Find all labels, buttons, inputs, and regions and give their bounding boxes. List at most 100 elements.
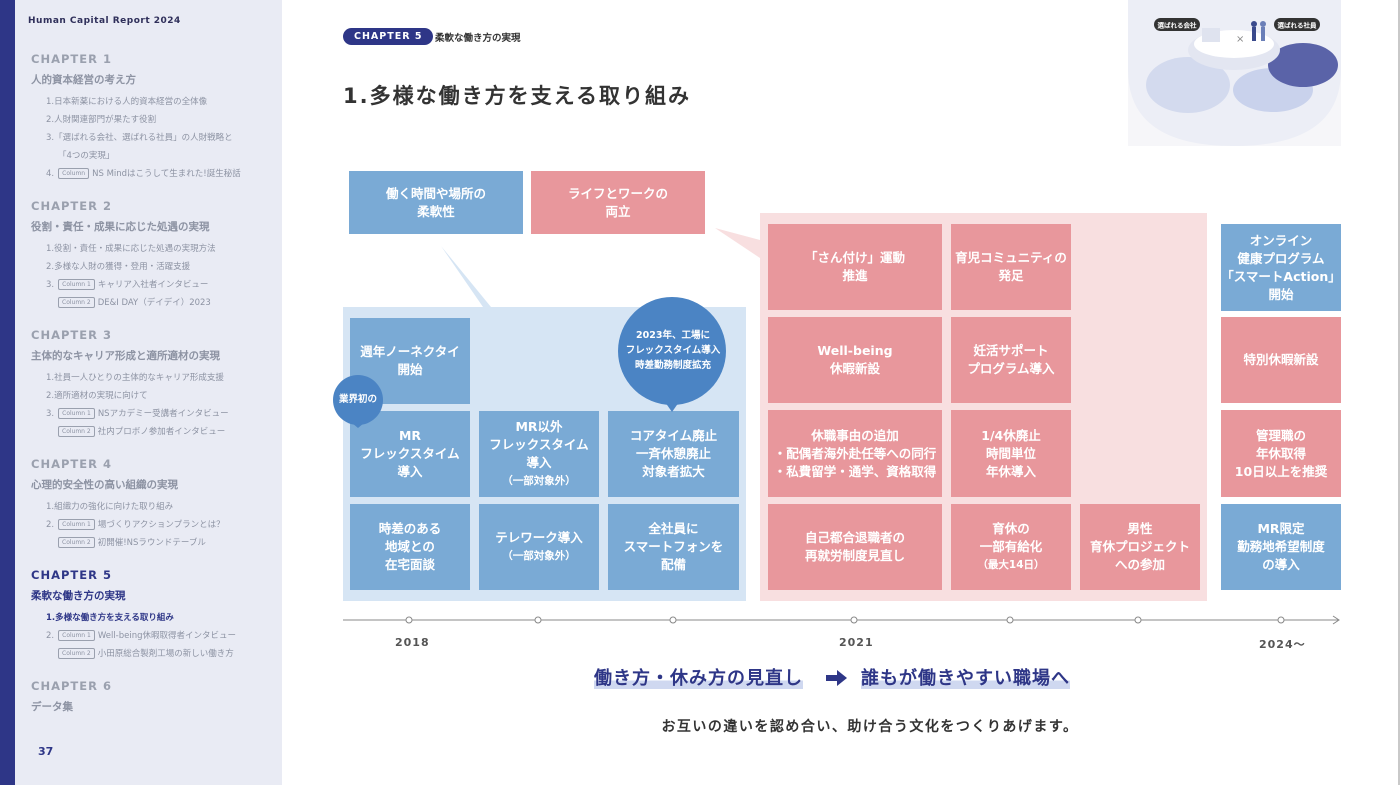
initiative-male-childcare-project: 男性育休プロジェクトへの参加 <box>1080 504 1200 590</box>
toc-chapter-label[interactable]: CHAPTER 1 <box>31 52 112 66</box>
toc-item-text: 1.役割・責任・成果に応じた処遇の実現方法 <box>46 244 216 254</box>
box-line: 対象者拡大 <box>642 464 705 479</box>
factory-callout-shape <box>618 297 726 412</box>
toc-item-text: NSアカデミー受講者インタビュー <box>97 409 229 419</box>
box-line: 配備 <box>660 557 686 572</box>
toc-chapter[interactable]: CHAPTER 6 データ集 <box>31 679 276 714</box>
initiative-rehire: 自己都合退職者の再就労制度見直し <box>768 504 942 590</box>
toc-item-text: Well-being休暇取得者インタビュー <box>97 631 237 641</box>
toc-item[interactable]: 3.「選ばれる会社、選ばれる社員」の人財戦略と <box>46 132 276 145</box>
box-line: MR <box>398 428 422 443</box>
box-line: 育休の <box>992 521 1030 536</box>
toc-item[interactable]: 「4つの実現」 <box>58 150 276 163</box>
toc-item[interactable]: 1.社員一人ひとりの主体的なキャリア形成支援 <box>46 372 276 385</box>
toc-chapter[interactable]: CHAPTER 3 主体的なキャリア形成と適所適材の実現 1.社員一人ひとりの主体的… <box>31 328 276 439</box>
toc-chapter-label[interactable]: CHAPTER 3 <box>31 328 112 342</box>
initiative-special-leave: 特別休暇新設 <box>1221 317 1341 403</box>
box-line: の導入 <box>1262 557 1300 572</box>
toc-chapter-title[interactable]: 柔軟な働き方の実現 <box>31 590 126 602</box>
toc-item-number: 3. <box>46 409 55 419</box>
toc-item-text: キャリア入社者インタビュー <box>97 280 209 290</box>
left-accent-bar <box>0 0 15 785</box>
bottom-message: お互いの違いを認め合い、助け合う文化をつくりあげます。 <box>661 719 1079 735</box>
toc-chapter-title[interactable]: データ集 <box>31 701 73 713</box>
toc-chapter[interactable]: CHAPTER 5 柔軟な働き方の実現 1.多様な働き方を支える取り組み 2.Colu… <box>31 568 276 661</box>
category-flexibility: 働く時間や場所の柔軟性 <box>349 171 523 234</box>
toc-chapter[interactable]: CHAPTER 2 役割・責任・成果に応じた処遇の実現 1.役割・責任・成果に応じた… <box>31 199 276 310</box>
slogan-left: 働き方・休み方の見直し <box>594 668 803 689</box>
box-line: 柔軟性 <box>417 203 455 219</box>
toc-chapter-title[interactable]: 主体的なキャリア形成と適所適材の実現 <box>31 350 220 362</box>
toc-item-text: 1.日本新薬における人的資本経営の全体像 <box>46 97 208 107</box>
toc-item-text: 2.適所適材の実現に向けて <box>46 391 148 401</box>
toc-item[interactable]: 1.日本新薬における人的資本経営の全体像 <box>46 96 276 109</box>
toc-chapter-title[interactable]: 人的資本経営の考え方 <box>31 74 136 86</box>
page-number: 37 <box>38 745 54 758</box>
chapter-pill: CHAPTER 5 <box>343 28 434 45</box>
strategy-thumbnail[interactable]: × 選ばれる会社 選ばれる社員 <box>1128 0 1341 146</box>
column-tag: Column 2 <box>58 297 95 308</box>
toc-chapter-label[interactable]: CHAPTER 2 <box>31 199 112 213</box>
toc-chapter[interactable]: CHAPTER 4 心理的安全性の高い組織の実現 1.組織力の強化に向けた取り組み 2… <box>31 457 276 550</box>
box-line: 育児コミュニティの <box>955 250 1067 265</box>
box-line: スマートフォンを <box>623 539 724 554</box>
box-line: MR以外 <box>515 419 563 434</box>
initiative-san-zuke: 「さん付け」運動推進 <box>768 224 942 310</box>
page-edge <box>1398 0 1400 785</box>
page-title: 1.多様な働き方を支える取り組み <box>343 84 691 108</box>
box-line: 在宅面談 <box>384 557 435 572</box>
toc-item[interactable]: 2.人財関連部門が果たす役割 <box>46 114 276 127</box>
initiative-no-necktie: 週年ノーネクタイ開始 <box>350 318 470 404</box>
toc-chapter-label[interactable]: CHAPTER 4 <box>31 457 112 471</box>
box-line: 開始 <box>397 362 423 377</box>
toc-chapter-title[interactable]: 心理的安全性の高い組織の実現 <box>31 479 178 491</box>
toc-item[interactable]: 1.役割・責任・成果に応じた処遇の実現方法 <box>46 243 276 256</box>
toc-item-text: 1.多様な働き方を支える取り組み <box>46 613 174 623</box>
toc-item[interactable]: 1.多様な働き方を支える取り組み <box>46 612 276 625</box>
box-line: 育休プロジェクト <box>1089 539 1190 554</box>
toc-chapter-label[interactable]: CHAPTER 6 <box>31 679 112 693</box>
toc-chapter[interactable]: CHAPTER 1 人的資本経営の考え方 1.日本新薬における人的資本経営の全体像 2… <box>31 52 276 181</box>
box-line: への参加 <box>1114 557 1165 572</box>
column-tag: Column 1 <box>58 279 95 290</box>
column-tag: Column 2 <box>58 648 95 659</box>
toc-item[interactable]: 1.組織力の強化に向けた取り組み <box>46 501 276 514</box>
box-line: 導入 <box>397 464 423 479</box>
column-tag: Column 2 <box>58 537 95 548</box>
toc-item-text: NS Mindはこうして生まれた!誕生秘話 <box>92 169 241 179</box>
toc-chapter-label[interactable]: CHAPTER 5 <box>31 568 112 582</box>
table-of-contents: CHAPTER 1 人的資本経営の考え方 1.日本新薬における人的資本経営の全体像 2… <box>31 52 276 732</box>
initiative-hourly-leave: 1/4休廃止時間単位年休導入 <box>951 410 1071 497</box>
box-line: フレックスタイム <box>489 437 589 452</box>
column-tag: Column 1 <box>58 519 95 530</box>
chapter-subtitle: 柔軟な働き方の実現 <box>435 33 521 44</box>
initiative-paid-childcare-leave: 育休の一部有給化（最大14日） <box>951 504 1071 590</box>
box-line: 推進 <box>842 268 868 283</box>
toc-chapter-title[interactable]: 役割・責任・成果に応じた処遇の実現 <box>31 221 210 233</box>
toc-item-text: 1.組織力の強化に向けた取り組み <box>46 502 174 512</box>
box-line: コアタイム廃止 <box>629 428 718 443</box>
box-line: フレックスタイム導入 <box>625 344 721 356</box>
box-line: 「さん付け」運動 <box>804 250 905 265</box>
box-line: 特別休暇新設 <box>1243 352 1319 367</box>
toc-item[interactable]: 2.多様な人財の獲得・登用・活躍支援 <box>46 261 276 274</box>
thumb-right-badge: 選ばれる社員 <box>1278 21 1318 30</box>
box-line: プログラム導入 <box>967 361 1055 376</box>
toc-item[interactable]: 2.適所適材の実現に向けて <box>46 390 276 403</box>
box-line: 1/4休廃止 <box>981 427 1041 443</box>
box-line: 休暇新設 <box>829 361 880 376</box>
svg-text:×: × <box>1236 34 1244 45</box>
box-line: 一部有給化 <box>979 539 1043 554</box>
